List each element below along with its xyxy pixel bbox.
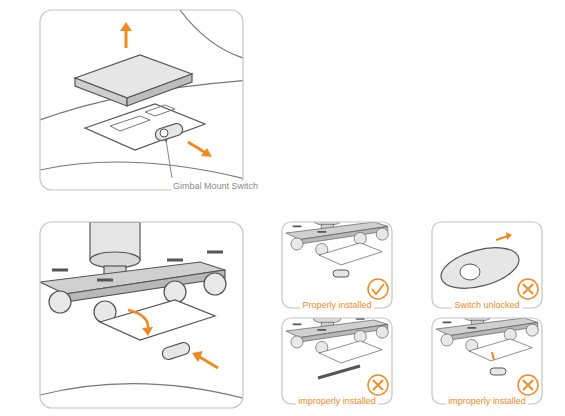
wrong-example (286, 318, 388, 378)
install-step (40, 222, 243, 400)
status-caption: Switch unlocked (452, 300, 521, 310)
check-mark (368, 279, 388, 299)
cross-mark (518, 375, 538, 395)
status-caption: improperly installed (446, 396, 528, 406)
removal-step (40, 10, 243, 180)
cross-mark (368, 375, 388, 395)
correct-example (286, 222, 388, 277)
status-caption: improperly installed (296, 396, 378, 406)
status-caption: Properly installed (300, 300, 373, 310)
wrong-example (436, 318, 538, 375)
unlocked-example (437, 232, 524, 296)
cross-mark (518, 279, 538, 299)
part-label: Gimbal Mount Switch (171, 181, 260, 191)
